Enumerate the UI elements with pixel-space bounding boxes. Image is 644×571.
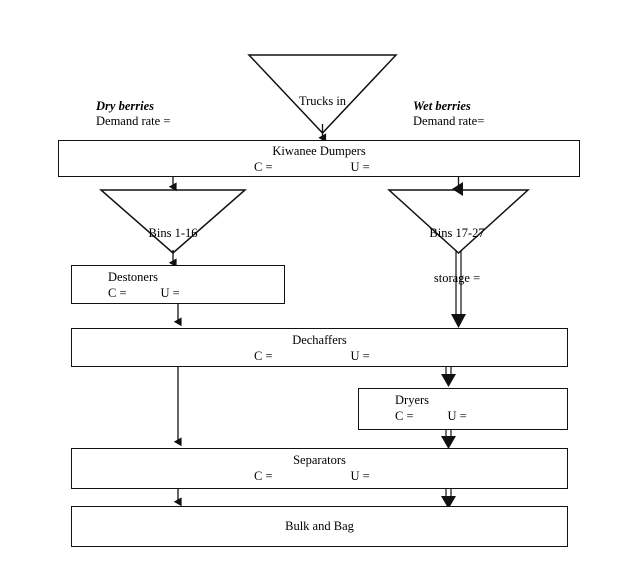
dryers-label: Dryers <box>395 393 430 407</box>
dryers-capacity-label: C = <box>395 409 414 423</box>
dechaffers-capacity-label: C = <box>254 349 273 363</box>
wet-berries-heading: Wet berries <box>413 99 471 113</box>
trucks-in-queue-line1: Trucks in <box>298 94 347 108</box>
separators-utilization-label: U = <box>350 469 370 483</box>
destoners-metrics: C = U = <box>108 286 180 301</box>
edge-dechaffers-to-dryers <box>441 367 456 387</box>
dryers-node[interactable]: Dryers C = U = <box>358 388 568 430</box>
bulk-and-bag-node[interactable]: Bulk and Bag <box>71 506 568 547</box>
dry-berries-heading: Dry berries <box>96 99 154 113</box>
kiwanee-dumpers-node[interactable]: Kiwanee Dumpers C = U = <box>58 140 580 177</box>
kiwanee-dumpers-label: Kiwanee Dumpers <box>272 144 366 158</box>
wet-berries-demand-rate: Demand rate= <box>413 114 485 128</box>
bins-17-27-line1: Bins 17-27 <box>429 226 485 240</box>
destoners-label: Destoners <box>108 270 158 284</box>
kiwanee-dumpers-metrics: C = U = <box>254 160 370 175</box>
dechaffers-label: Dechaffers <box>292 333 347 347</box>
dry-berries-demand-rate: Demand rate = <box>96 114 171 128</box>
bulk-and-bag-label: Bulk and Bag <box>285 519 354 533</box>
edge-dryers-to-separators <box>441 430 456 449</box>
dryers-utilization-label: U = <box>447 409 467 423</box>
wet-berries-annotation: Wet berries Demand rate= <box>413 99 583 129</box>
separators-metrics: C = U = <box>254 469 370 484</box>
separators-node[interactable]: Separators C = U = <box>71 448 568 489</box>
bins-1-16-line1: Bins 1-16 <box>148 226 198 240</box>
dechaffers-node[interactable]: Dechaffers C = U = <box>71 328 568 367</box>
kiwanee-utilization-label: U = <box>350 160 370 174</box>
dechaffers-metrics: C = U = <box>254 349 370 364</box>
separators-label: Separators <box>293 453 346 467</box>
bins-17-27-node: Bins 17-27 storage = <box>385 196 529 316</box>
dry-berries-annotation: Dry berries Demand rate = <box>96 99 266 129</box>
destoners-capacity-label: C = <box>108 286 127 300</box>
bins-17-27-line2: storage = <box>433 271 481 285</box>
dryers-metrics: C = U = <box>395 409 467 424</box>
destoners-node[interactable]: Destoners C = U = <box>71 265 285 304</box>
kiwanee-capacity-label: C = <box>254 160 273 174</box>
destoners-utilization-label: U = <box>160 286 180 300</box>
dechaffers-utilization-label: U = <box>350 349 370 363</box>
separators-capacity-label: C = <box>254 469 273 483</box>
